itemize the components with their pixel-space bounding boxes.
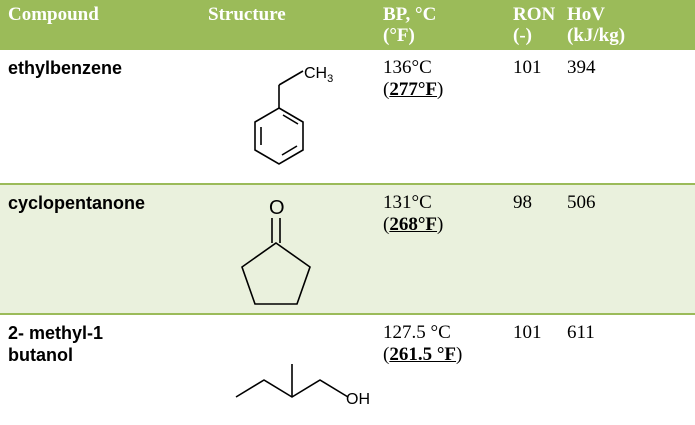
table-row: ethylbenzene CH3 136°C (277°F)	[0, 50, 695, 184]
structure-cell: CH3	[200, 50, 375, 184]
bp-value: 131°C (268°F)	[383, 192, 444, 235]
oxygen-label: O	[269, 197, 285, 219]
bp-value: 127.5 °C (261.5 °F)	[383, 322, 463, 365]
ron-value: 98	[513, 192, 532, 213]
compound-name: cyclopentanone	[8, 193, 146, 213]
hov-value: 394	[567, 57, 596, 78]
hov-value: 611	[567, 322, 595, 343]
ethylbenzene-structure: CH3	[254, 65, 333, 165]
oh-label: OH	[346, 391, 370, 408]
header-hov: HoV(kJ/kg)	[559, 0, 695, 50]
header-structure: Structure	[200, 0, 375, 50]
structure-cell: O	[200, 184, 375, 314]
bp-value: 136°C (277°F)	[383, 57, 444, 100]
header-row: Compound Structure BP, °C(°F) RON(-) HoV…	[0, 0, 695, 50]
cyclopentanone-structure: O	[241, 197, 311, 305]
compound-name: ethylbenzene	[8, 58, 123, 78]
compound-name: 2- methyl-1 butanol	[8, 323, 104, 365]
ch3-label: CH3	[304, 65, 333, 85]
header-compound: Compound	[0, 0, 200, 50]
structure-cell: OH	[200, 314, 375, 425]
table-row: 2- methyl-1 butanol OH 127.5 °C (261.5 °…	[0, 314, 695, 425]
header-ron: RON(-)	[505, 0, 559, 50]
hov-value: 506	[567, 192, 596, 213]
ron-value: 101	[513, 57, 542, 78]
ron-value: 101	[513, 322, 542, 343]
header-bp: BP, °C(°F)	[375, 0, 505, 50]
table-row: cyclopentanone O 131°C (268°F) 98 506	[0, 184, 695, 314]
methylbutanol-structure: OH	[235, 364, 370, 408]
